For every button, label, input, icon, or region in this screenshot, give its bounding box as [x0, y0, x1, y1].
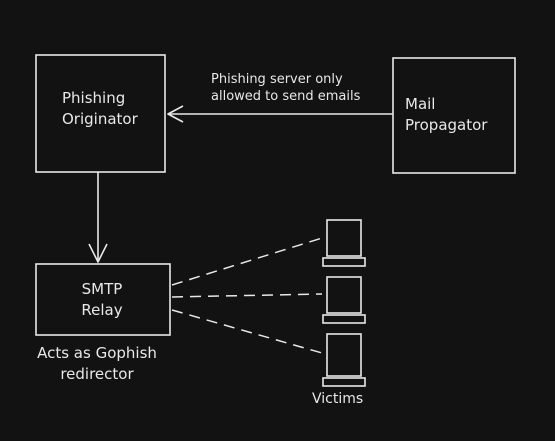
- relay-to-victim-1-dashed-line: [171, 237, 323, 286]
- relay-to-victim-3-dashed-line: [171, 309, 323, 354]
- phishing-originator-label: Phishing Originator: [62, 88, 138, 130]
- victim-2-computer-monitor-icon: [322, 276, 366, 324]
- relay-to-victim-2-dashed-line: [171, 293, 323, 298]
- originator-to-relay-arrow: [88, 172, 108, 263]
- smtp-relay-box: [35, 263, 171, 336]
- relay-annotation: Acts as Gophish redirector: [22, 343, 172, 385]
- victims-label: Victims: [312, 391, 364, 407]
- propagator-edge-label-line2: allowed to send emails: [211, 89, 361, 104]
- phishing-originator-label-line1: Phishing: [62, 89, 126, 107]
- victim-1-computer-monitor-icon: [322, 219, 366, 267]
- smtp-relay-label-line1: SMTP: [81, 280, 123, 298]
- mail-propagator-label-line2: Propagator: [405, 116, 488, 134]
- propagator-edge-label-line1: Phishing server only: [211, 72, 343, 87]
- phishing-originator-label-line2: Originator: [62, 110, 138, 128]
- relay-annotation-line1: Acts as Gophish: [37, 344, 157, 362]
- mail-propagator-label-line1: Mail: [405, 95, 436, 113]
- propagator-edge-label: Phishing server only allowed to send ema…: [211, 71, 360, 105]
- mail-propagator-box: [392, 57, 516, 174]
- smtp-relay-label: SMTP Relay: [62, 279, 142, 321]
- phishing-originator-box: [35, 54, 166, 173]
- mail-propagator-label: Mail Propagator: [405, 94, 487, 136]
- relay-annotation-line2: redirector: [60, 365, 134, 383]
- victim-3-computer-monitor-icon: [322, 333, 366, 387]
- smtp-relay-label-line2: Relay: [81, 301, 123, 319]
- propagator-to-originator-arrow: [167, 105, 393, 123]
